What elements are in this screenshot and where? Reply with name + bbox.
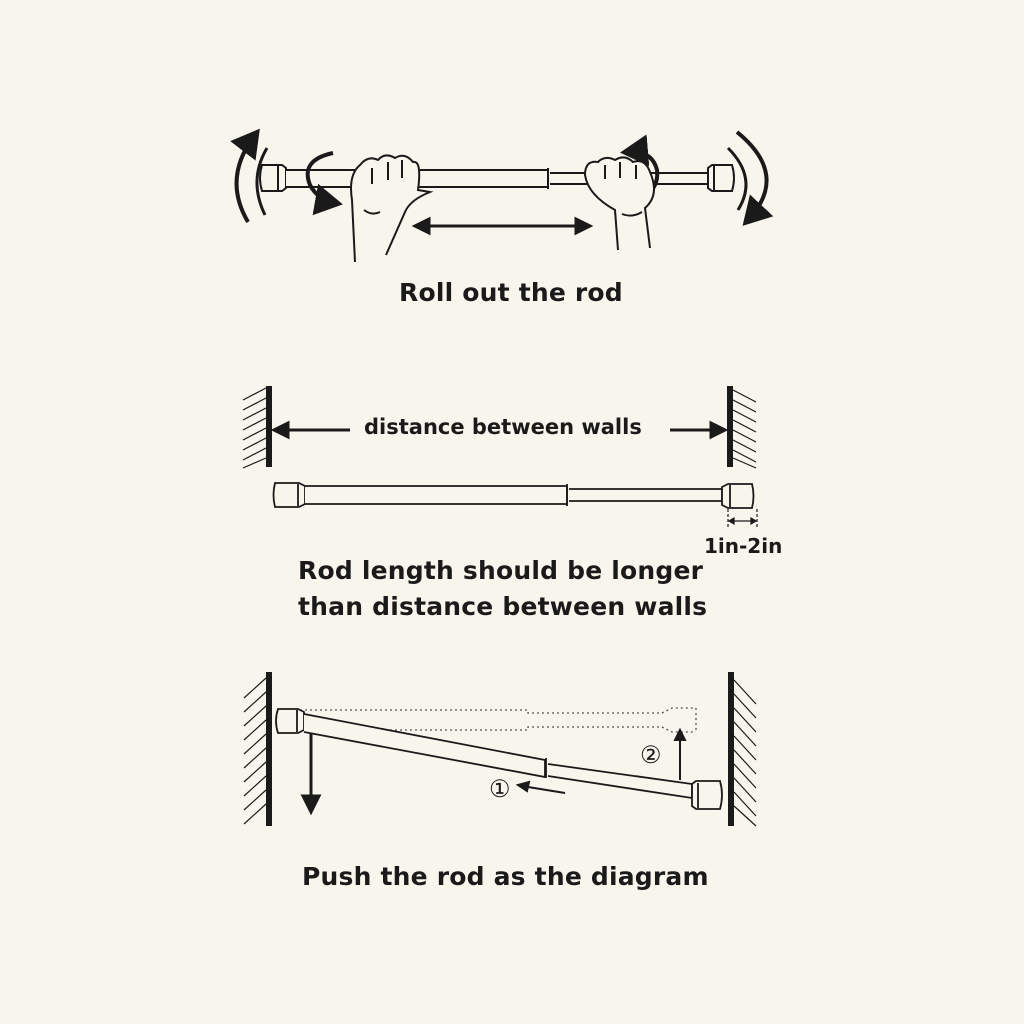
- rotate-right-arrow-icon: [726, 130, 774, 226]
- step-roll-panel: Roll out the rod: [0, 0, 1024, 330]
- step-roll-caption: Roll out the rod: [399, 278, 623, 307]
- left-hand-icon: [350, 154, 434, 263]
- rod-icon: [272, 482, 755, 509]
- distance-left-arrow-icon: [270, 420, 350, 440]
- step-measure-caption-line2: than distance between walls: [298, 592, 708, 621]
- step-1-marker: ①: [489, 775, 511, 803]
- down-arrow-icon: [300, 734, 322, 816]
- rod-icon: [259, 164, 735, 192]
- rod-icon: [275, 708, 723, 810]
- twist-arrow-left-icon: [305, 151, 343, 216]
- double-arrow-icon: [411, 216, 594, 236]
- step-push-caption: Push the rod as the diagram: [302, 862, 709, 891]
- right-wall-icon: [728, 672, 757, 827]
- distance-between-walls-label: distance between walls: [358, 415, 648, 439]
- distance-right-arrow-icon: [670, 420, 729, 440]
- rotate-left-arrow-icon: [230, 128, 269, 224]
- left-wall-icon: [242, 386, 272, 469]
- step-2-marker: ②: [640, 741, 662, 769]
- left-arrow-icon: [515, 780, 566, 794]
- roll-rod-illustration: [230, 128, 774, 263]
- push-rod-illustration: [243, 672, 757, 827]
- step-measure-caption-line1: Rod length should be longer: [298, 556, 704, 585]
- right-wall-icon: [727, 386, 757, 469]
- target-position-outline: [300, 707, 697, 733]
- step-push-panel: ① ② Push the rod as the diagram: [0, 660, 1024, 910]
- overhang-dimension-icon: [727, 509, 758, 528]
- step-measure-panel: distance between walls 1in-2in Rod lengt…: [0, 370, 1024, 640]
- left-wall-icon: [243, 672, 272, 826]
- overhang-label: 1in-2in: [704, 534, 783, 558]
- right-hand-icon: [583, 156, 655, 251]
- up-arrow-icon: [673, 727, 687, 780]
- measure-illustration: [242, 386, 758, 528]
